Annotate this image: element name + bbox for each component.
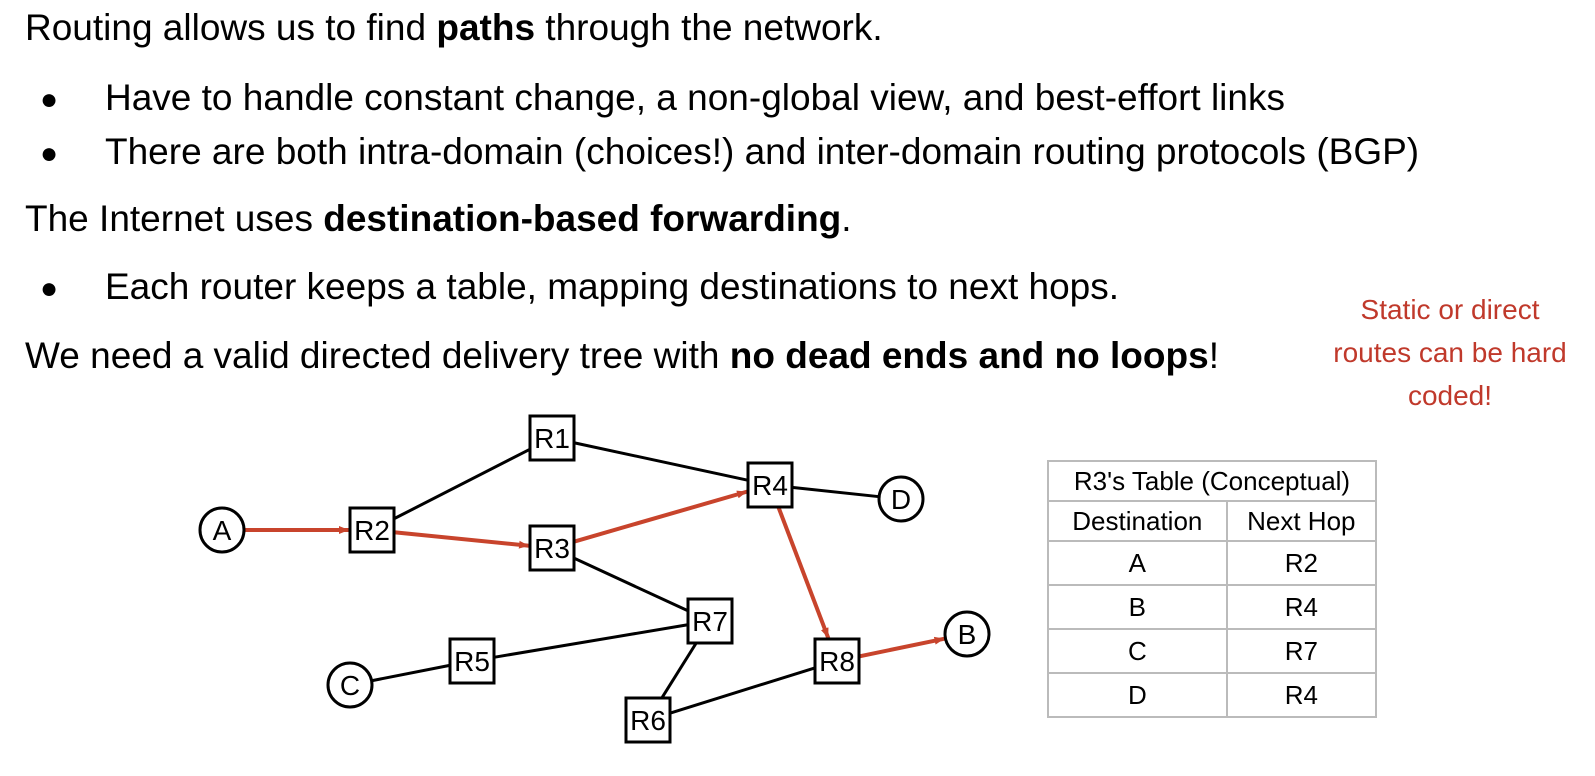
cell-destination: A — [1047, 540, 1228, 586]
router-box — [528, 414, 576, 462]
bullet-text-table: Each router keeps a table, mapping desti… — [105, 266, 1120, 307]
cell-next-hop: R4 — [1225, 672, 1378, 718]
node-label: D — [891, 484, 911, 515]
router-node-r6: R6 — [624, 696, 672, 744]
router-node-r8: R8 — [813, 637, 861, 685]
router-node-r3: R3 — [528, 524, 576, 572]
cell-next-hop: R2 — [1225, 540, 1378, 586]
router-box — [624, 696, 672, 744]
text-line-routing: Routing allows us to find paths through … — [25, 9, 883, 46]
header-destination: Destination — [1047, 500, 1228, 542]
text-bold-paths: paths — [436, 7, 536, 48]
node-label: R8 — [819, 646, 855, 677]
table-row: D R4 — [1047, 672, 1378, 718]
routing-table: R3's Table (Conceptual) Destination Next… — [1047, 460, 1378, 718]
text-segment: . — [841, 198, 852, 239]
link-r7-r6 — [661, 642, 698, 698]
cell-destination: D — [1047, 672, 1228, 718]
node-label: R6 — [630, 705, 666, 736]
bullet-dot: ● — [40, 137, 59, 170]
text-segment: ! — [1208, 335, 1219, 376]
node-label: B — [958, 619, 977, 650]
path-arrow-r3-r4 — [573, 489, 748, 544]
router-node-r5: R5 — [448, 637, 496, 685]
node-label: R5 — [454, 646, 490, 677]
table-row: C R7 — [1047, 628, 1378, 674]
table-title: R3's Table (Conceptual) — [1047, 460, 1377, 502]
router-box — [528, 524, 576, 572]
host-circle — [877, 475, 925, 523]
link-r5-r7 — [493, 623, 688, 659]
node-label: A — [213, 515, 232, 546]
text-segment: The Internet uses — [25, 198, 324, 239]
path-arrow-r4-r8 — [776, 506, 831, 639]
link-r6-r8 — [669, 666, 815, 715]
path-arrow-r2-r3 — [393, 530, 530, 549]
node-label: R1 — [534, 423, 570, 454]
router-box — [813, 637, 861, 685]
text-segment: Routing allows us to find — [25, 7, 437, 48]
cell-destination: B — [1047, 584, 1228, 630]
host-node-a: A — [198, 506, 246, 554]
host-circle — [326, 661, 374, 709]
router-box — [746, 461, 794, 509]
text-line-tree: We need a valid directed delivery tree w… — [25, 337, 1219, 374]
router-box — [348, 506, 396, 554]
table-row: B R4 — [1047, 584, 1378, 630]
text-segment: We need a valid directed delivery tree w… — [25, 335, 730, 376]
bullet-dot: ● — [40, 83, 59, 116]
text-line-internet: The Internet uses destination-based forw… — [25, 200, 852, 237]
node-label: R3 — [534, 533, 570, 564]
cell-next-hop: R4 — [1225, 584, 1378, 630]
router-node-r7: R7 — [686, 597, 734, 645]
header-next-hop: Next Hop — [1225, 500, 1378, 542]
bullet-dot: ● — [40, 272, 59, 305]
link-r2-r1 — [393, 448, 530, 521]
node-label: R2 — [354, 515, 390, 546]
router-node-r1: R1 — [528, 414, 576, 462]
cell-next-hop: R7 — [1225, 628, 1378, 674]
link-c-r5 — [371, 664, 450, 683]
node-label: C — [340, 670, 360, 701]
text-bold-forwarding: destination-based forwarding — [323, 198, 842, 239]
host-node-d: D — [877, 475, 925, 523]
link-r3-r7 — [573, 556, 688, 612]
table-row: A R2 — [1047, 540, 1378, 586]
text-bold-no-loops: no dead ends and no loops — [729, 335, 1209, 376]
router-box — [686, 597, 734, 645]
host-node-c: C — [326, 661, 374, 709]
link-r1-r4 — [573, 441, 748, 482]
host-node-b: B — [943, 610, 991, 658]
host-circle — [198, 506, 246, 554]
router-box — [448, 637, 496, 685]
bullet-text-change: Have to handle constant change, a non-gl… — [105, 77, 1285, 118]
text-segment: through the network. — [535, 7, 883, 48]
router-node-r4: R4 — [746, 461, 794, 509]
path-arrow-r8-b — [858, 636, 945, 659]
link-r4-d — [791, 485, 879, 499]
cell-destination: C — [1047, 628, 1228, 674]
bullet-text-protocols: There are both intra-domain (choices!) a… — [105, 131, 1420, 172]
node-label: R7 — [692, 606, 728, 637]
note-static-routes: Static or direct routes can be hard code… — [1333, 294, 1567, 411]
edges-layer — [244, 441, 945, 715]
node-label: R4 — [752, 470, 788, 501]
host-circle — [943, 610, 991, 658]
router-node-r2: R2 — [348, 506, 396, 554]
